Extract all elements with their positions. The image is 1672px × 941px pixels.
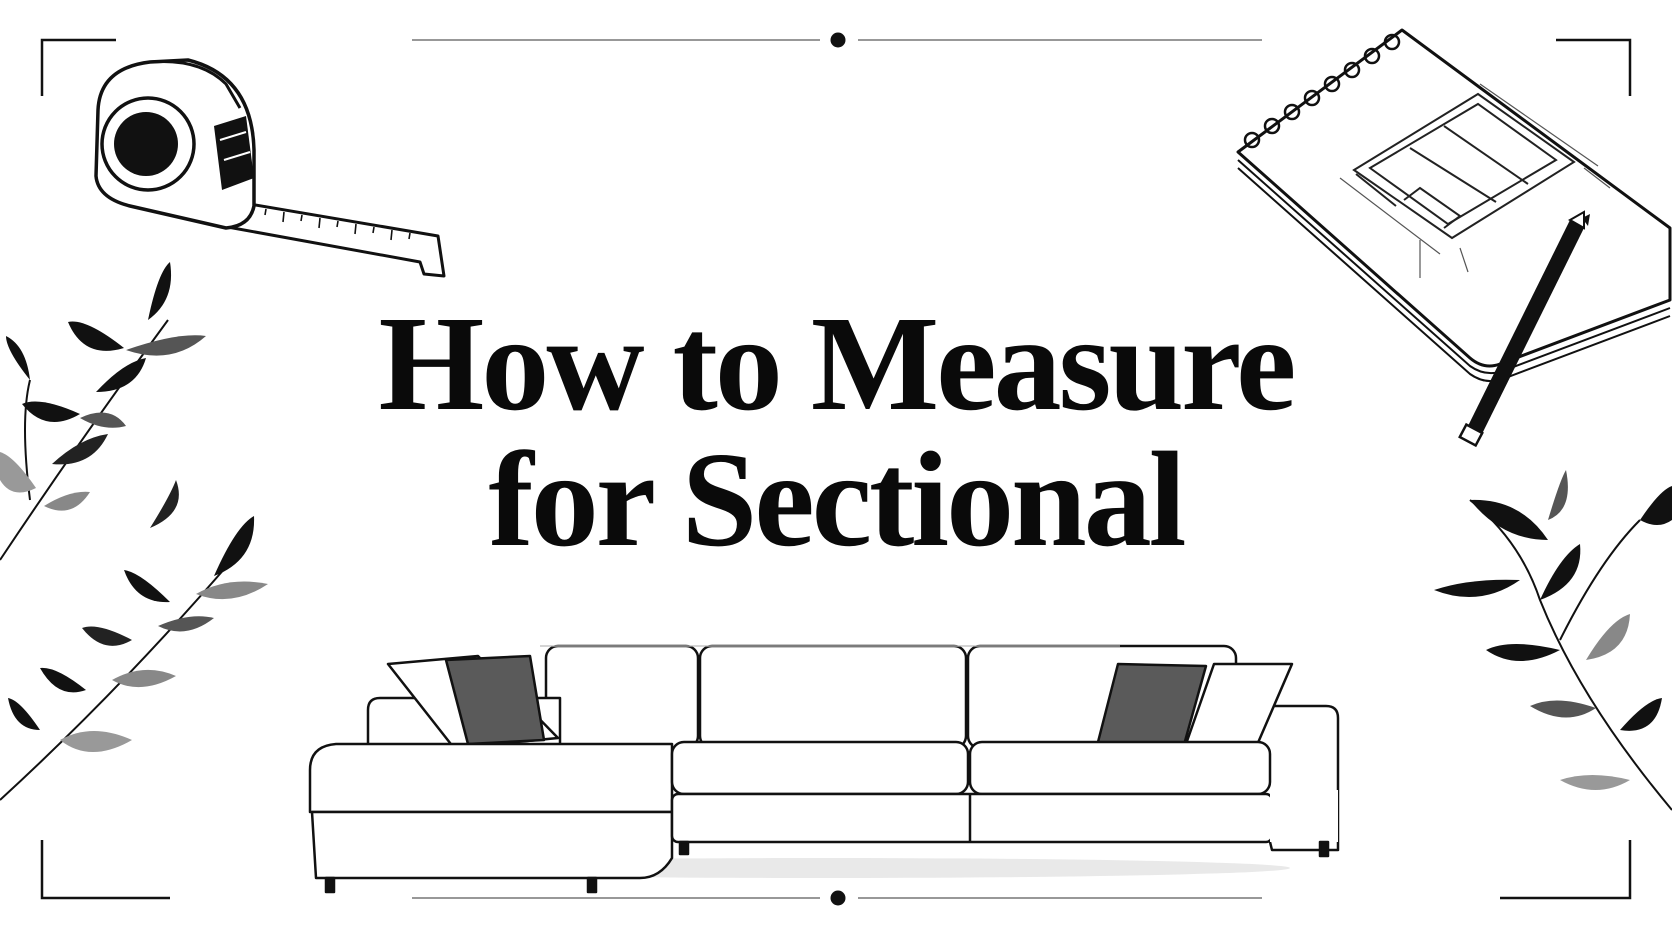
tape-measure-icon — [94, 58, 446, 278]
leafy-branch-icon — [0, 262, 268, 801]
corner-bottom-right — [1500, 840, 1632, 900]
page-title-line-2: for Sectional — [488, 425, 1186, 575]
page-title-line-1: How to Measure — [378, 289, 1297, 439]
sectional-sofa-icon — [308, 644, 1340, 894]
bottom-divider — [412, 890, 1262, 906]
corner-bottom-left — [40, 840, 170, 900]
leafy-branch-icon-right — [1434, 470, 1672, 811]
pencil-icon — [1458, 210, 1590, 448]
frame-corners — [40, 38, 1632, 900]
corner-top-right — [1556, 38, 1632, 96]
corner-top-left — [40, 38, 116, 96]
top-divider — [412, 32, 1262, 48]
